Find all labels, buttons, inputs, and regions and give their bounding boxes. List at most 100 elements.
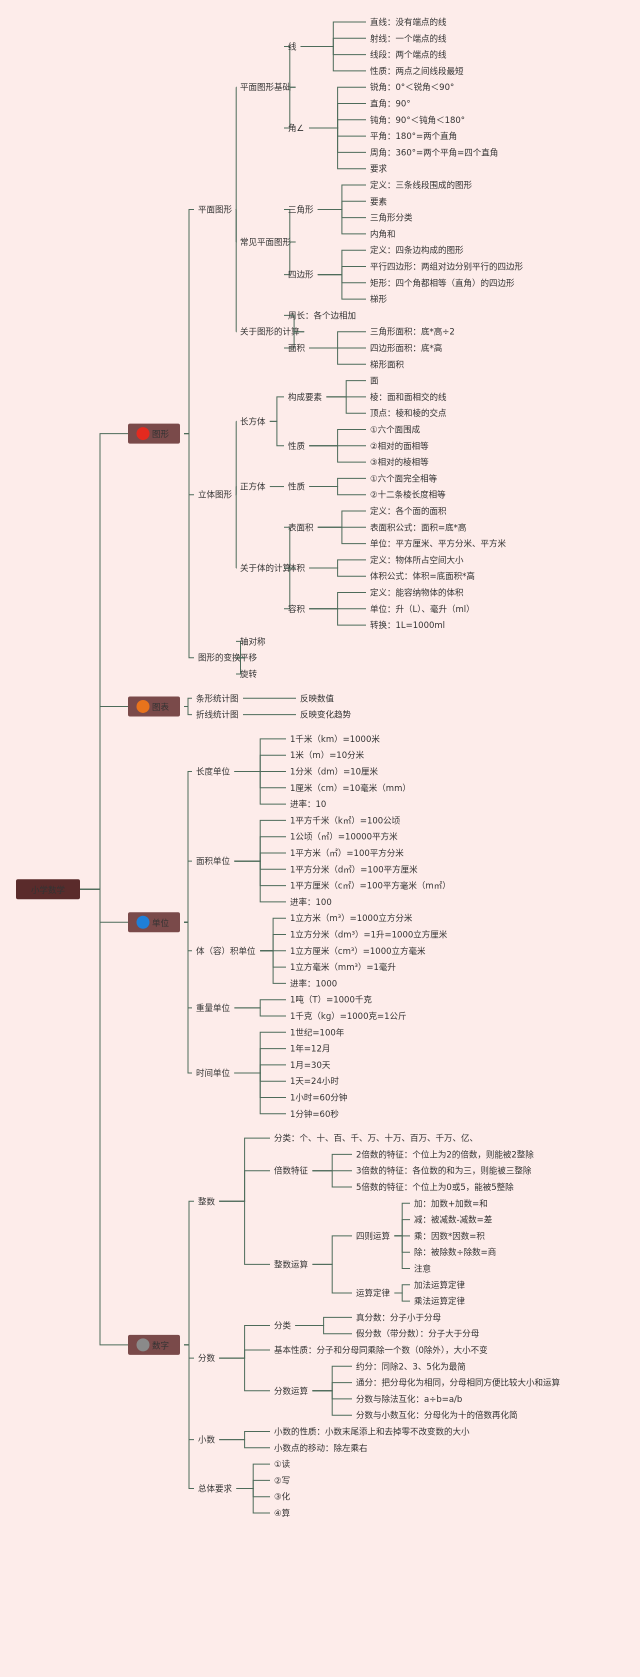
node-label: 1平方分米（d㎡）=100平方厘米 <box>290 864 418 875</box>
node-label: ①六个面完全相等 <box>370 473 438 484</box>
node-label: ②十二条棱长度相等 <box>370 490 446 501</box>
connector <box>184 1200 194 1346</box>
connector <box>309 119 366 129</box>
connector <box>312 1153 352 1172</box>
node-label: 3倍数的特征：各位数的和为三，则能被三整除 <box>356 1166 532 1177</box>
connector <box>326 396 366 414</box>
node-label: 分数 <box>198 1353 216 1364</box>
connector <box>234 1072 286 1115</box>
connector <box>236 1479 270 1490</box>
node-label: 梯形 <box>370 294 388 305</box>
connector <box>219 1200 270 1265</box>
connector <box>184 1344 194 1490</box>
branch-label: 图表 <box>152 702 170 713</box>
connector <box>284 241 296 276</box>
root-connector <box>80 433 128 890</box>
connector <box>309 331 366 349</box>
node-label: 矩形：四个角都相等（直角）的四边形 <box>370 278 515 289</box>
node-label: 轴对称 <box>240 636 266 647</box>
node-label: 1月=30天 <box>290 1061 331 1071</box>
node-label: 定义：能容纳物体的体积 <box>370 588 464 599</box>
connector <box>309 429 366 447</box>
node-label: 反映数值 <box>300 693 335 704</box>
node-label: 图形的变换 <box>198 653 241 664</box>
node-label: 性质 <box>288 482 306 493</box>
connector <box>309 559 366 569</box>
connector <box>260 950 286 984</box>
node-label: 注意 <box>414 1264 431 1275</box>
node-label: 周角：360°=两个平角=四个直角 <box>370 147 498 158</box>
connector <box>219 1431 270 1441</box>
node-label: 乘：因数*因数=积 <box>414 1231 485 1242</box>
connector <box>312 1390 352 1416</box>
root-box <box>16 879 80 900</box>
connector <box>394 1235 410 1269</box>
node-label: ②相对的面相等 <box>370 441 429 452</box>
node-label: ②写 <box>274 1476 290 1486</box>
connector <box>234 852 286 862</box>
node-label: 平角：180°=两个直角 <box>370 131 457 142</box>
connector <box>312 1382 352 1392</box>
connector <box>326 380 366 398</box>
node-label: 1千克（kg）=1000克=1公斤 <box>290 1011 407 1022</box>
node-label: 倍数特征 <box>274 1166 309 1177</box>
node-label: 基本性质：分子和分母同乘除一个数（0除外），大小不变 <box>274 1345 488 1356</box>
connector <box>284 45 296 88</box>
connector <box>184 705 192 716</box>
node-label: 条形统计图 <box>196 693 239 704</box>
connector <box>309 608 366 626</box>
node-label: 平面图形 <box>198 205 233 215</box>
node-label: 锐角：0°＜锐角＜90° <box>370 82 454 93</box>
node-label: 面 <box>370 377 379 387</box>
branch-marker-icon <box>136 699 150 713</box>
node-label: 分类：个、十、百、千、万、十万、百万、千万、亿、 <box>274 1133 478 1144</box>
node-label: 面积 <box>288 343 306 354</box>
node-label: 1分米（dm）=10厘米 <box>290 767 379 778</box>
node-label: 重量单位 <box>196 1003 231 1014</box>
node-label: 转换：1L=1000ml <box>370 620 445 631</box>
node-label: 四边形面积：底*高 <box>370 343 442 354</box>
node-label: 射线：一个端点的线 <box>370 33 447 44</box>
node-label: 体积 <box>288 563 306 574</box>
node-label: 1立方分米（dm³）=1升=1000立方厘米 <box>290 930 448 941</box>
node-label: 小数 <box>198 1435 216 1446</box>
connector <box>312 1235 352 1265</box>
branch-label: 数字 <box>152 1340 169 1351</box>
node-label: 直角：90° <box>370 99 411 110</box>
branch-marker-icon <box>136 1338 150 1352</box>
connector <box>184 697 192 707</box>
node-label: 1米（m）=10分米 <box>290 750 365 761</box>
node-label: 梯形面积 <box>370 359 405 370</box>
connector <box>234 999 286 1009</box>
connector <box>234 771 286 805</box>
connector <box>309 445 366 463</box>
node-label: 1小时=60分钟 <box>290 1093 347 1104</box>
node-label: 1立方毫米（mm³）=1毫升 <box>290 962 396 973</box>
connector <box>269 420 284 447</box>
connector <box>317 200 366 210</box>
node-label: ①读 <box>274 1459 291 1470</box>
node-label: 四边形 <box>288 270 314 281</box>
node-label: 时间单位 <box>196 1068 231 1079</box>
node-label: 常见平面图形 <box>240 237 292 248</box>
connector <box>317 526 366 545</box>
node-label: 除：被除数÷除数=商 <box>414 1247 496 1258</box>
node-label: 1平方千米（k㎡）=100公顷 <box>290 815 401 826</box>
node-label: 减：被减数-减数=差 <box>414 1215 492 1226</box>
connector <box>309 567 366 577</box>
connector <box>295 1316 352 1327</box>
node-label: 分数运算 <box>274 1386 309 1397</box>
connector <box>309 477 366 488</box>
connector <box>284 526 296 569</box>
node-label: 平行四边形：两组对边分别平行的四边形 <box>370 262 524 273</box>
node-label: 小数的性质：小数末尾添上和去掉零不改变数的大小 <box>274 1427 470 1438</box>
branch-label: 单位 <box>152 918 170 929</box>
node-label: 乘法运算定律 <box>414 1296 466 1307</box>
node-label: 1千米（km）=1000米 <box>290 734 380 745</box>
node-label: 棱：面和面相交的线 <box>370 392 447 403</box>
connector <box>300 37 366 47</box>
node-label: 5倍数的特征：个位上为0或5，能被5整除 <box>356 1182 514 1193</box>
node-label: 1世纪=100年 <box>290 1027 345 1038</box>
node-label: 顶点：棱和棱的交点 <box>370 408 447 419</box>
